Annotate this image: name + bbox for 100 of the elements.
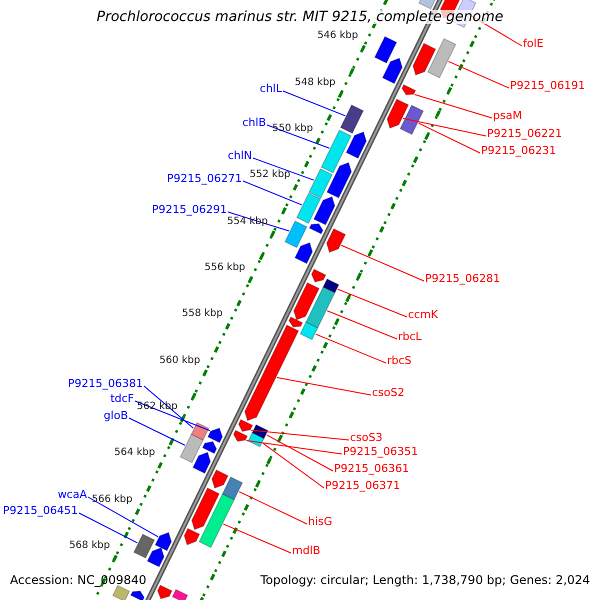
gene-feature — [313, 196, 336, 226]
gene-feature — [130, 590, 145, 600]
leader-line — [276, 377, 372, 396]
leader-line — [418, 122, 480, 154]
gene-feature — [192, 452, 211, 474]
gene-label: psaM — [493, 109, 522, 123]
leader-line — [88, 496, 159, 538]
gene-label: csoS2 — [372, 386, 404, 400]
gene-label: rbcL — [398, 330, 422, 344]
gene-label: gloB — [104, 409, 128, 423]
scale-label: 556 kbp — [204, 261, 246, 276]
gene-bar — [248, 432, 265, 448]
gene-bar — [400, 104, 424, 136]
gene-feature — [244, 324, 300, 422]
leader-line — [340, 244, 424, 282]
genome-summary-text: Topology: circular; Length: 1,738,790 bp; Genes: 2,024 — [260, 573, 590, 587]
leader-line — [238, 491, 308, 524]
scale-label: 564 kbp — [114, 446, 156, 460]
gene-label: P9215_06231 — [481, 144, 556, 158]
gene-feature — [326, 228, 346, 253]
gene-feature — [326, 162, 352, 198]
gene-label: chlN — [228, 149, 252, 163]
gene-feature — [293, 282, 320, 320]
gene-feature — [157, 584, 173, 600]
leader-line — [266, 434, 334, 472]
gene-feature — [202, 441, 218, 454]
gene-feature — [386, 98, 410, 129]
gene-feature — [346, 131, 367, 159]
gene-bar — [320, 130, 352, 174]
leader-line — [134, 400, 210, 432]
gene-bar — [284, 220, 308, 248]
gene-bar — [427, 38, 456, 78]
leader-line — [337, 288, 408, 318]
gene-feature — [207, 427, 223, 444]
gene-feature — [412, 42, 436, 76]
scale-label: 568 kbp — [69, 539, 110, 554]
leader-line — [246, 440, 342, 454]
gene-label: P9215_06191 — [510, 79, 586, 93]
gene-label: ccmK — [408, 308, 438, 322]
gene-label: P9215_06381 — [68, 377, 143, 391]
gene-bar — [322, 278, 340, 294]
gene-label: chlB — [242, 116, 266, 130]
gene-label: P9215_06281 — [425, 272, 500, 286]
leader-line — [266, 124, 330, 149]
gene-label: rbcS — [387, 354, 412, 368]
gene-label: P9215_06361 — [334, 462, 410, 476]
gene-label: mdlB — [292, 544, 320, 558]
gene-bar — [172, 588, 188, 600]
gene-label: P9215_06351 — [343, 445, 418, 459]
gene-label: wcaA — [58, 488, 87, 502]
scale-label: 552 kbp — [250, 168, 290, 182]
gene-feature — [294, 242, 313, 264]
leader-line — [128, 418, 186, 446]
scale-label: 566 kbp — [92, 492, 133, 507]
gene-label: hisG — [308, 515, 332, 529]
scale-label: 560 kbp — [159, 354, 200, 368]
gene-feature — [238, 418, 254, 432]
gene-feature — [191, 487, 220, 530]
gene-label: tdcF — [110, 392, 134, 406]
leader-line — [250, 430, 350, 440]
scale-label: 546 kbp — [317, 29, 358, 44]
title: Prochlorococcus marinus str. MIT 9215, complete genome — [96, 10, 504, 24]
gene-label: folE — [523, 37, 544, 51]
gene-label: P9215_06271 — [166, 172, 242, 186]
gene-label: csoS3 — [350, 431, 382, 445]
leader-line — [315, 334, 386, 364]
gene-label: P9215_06371 — [325, 479, 400, 493]
leader-line — [282, 90, 346, 116]
leader-line — [222, 524, 292, 554]
gene-feature — [184, 528, 200, 546]
gene-feature — [288, 316, 304, 328]
gene-label: P9215_06291 — [152, 203, 227, 217]
scale-label: 558 kbp — [182, 307, 223, 322]
gene-bar — [305, 286, 336, 329]
gene-label: P9215_06221 — [487, 127, 562, 141]
leader-line — [252, 158, 314, 181]
gene-bar — [133, 534, 156, 559]
gene-bar — [180, 434, 204, 464]
leader-line — [242, 180, 302, 206]
leader-line — [262, 442, 324, 488]
leader-line — [78, 512, 138, 544]
leader-line — [144, 386, 194, 429]
gene-bar — [340, 104, 364, 134]
gene-feature — [382, 58, 403, 84]
gene-bar — [374, 36, 398, 64]
leader-line — [326, 310, 398, 340]
gene-feature — [211, 469, 229, 489]
gene-feature — [146, 547, 165, 568]
leader-line — [414, 94, 492, 118]
gene-label: chlL — [260, 82, 282, 96]
gene-feature — [401, 84, 416, 96]
scale-label: 548 kbp — [294, 76, 336, 90]
gene-feature — [154, 532, 172, 552]
gene-feature — [233, 430, 248, 442]
gene-bar — [296, 192, 322, 224]
leader-line — [402, 118, 486, 136]
gene-feature — [311, 268, 326, 283]
leader-line — [228, 212, 290, 232]
leader-line — [448, 60, 510, 88]
gene-bar — [198, 493, 235, 548]
